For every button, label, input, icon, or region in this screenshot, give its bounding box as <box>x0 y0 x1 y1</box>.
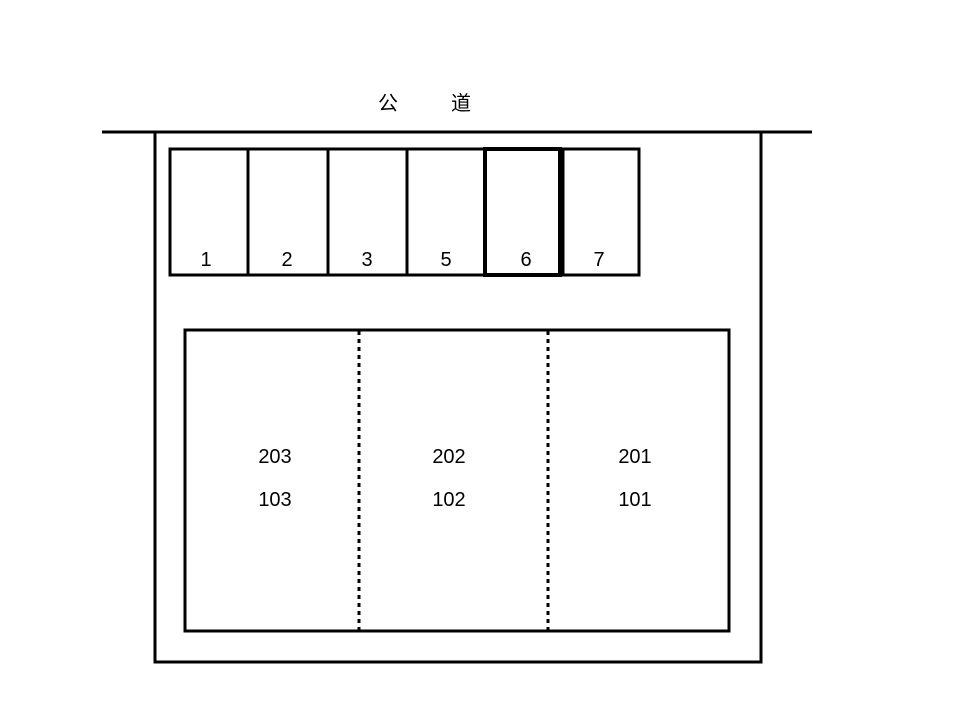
parking-slot-number: 7 <box>593 249 604 271</box>
parking-area: 1 2 3 5 6 7 <box>168 147 641 277</box>
parking-slot <box>561 147 641 277</box>
parking-slot-number: 5 <box>440 249 451 271</box>
parking-slot-number: 6 <box>520 249 531 271</box>
unit-lower-number: 103 <box>258 489 291 511</box>
lot-boundary <box>153 132 763 664</box>
building: 203 103 202 102 201 101 <box>183 328 731 633</box>
parking-slot-number: 3 <box>361 249 372 271</box>
building-outline <box>183 328 731 633</box>
road-label-char-1: 公 <box>378 91 398 115</box>
road-label-char-2: 道 <box>451 91 471 115</box>
unit-lower-number: 102 <box>432 489 465 511</box>
parking-slot <box>483 147 562 277</box>
unit-lower-number: 101 <box>618 489 651 511</box>
parking-slot-number: 1 <box>200 249 211 271</box>
unit-upper-number: 203 <box>258 446 291 468</box>
unit-upper-number: 201 <box>618 446 651 468</box>
unit-upper-number: 202 <box>432 446 465 468</box>
parking-slot-number: 2 <box>281 249 292 271</box>
